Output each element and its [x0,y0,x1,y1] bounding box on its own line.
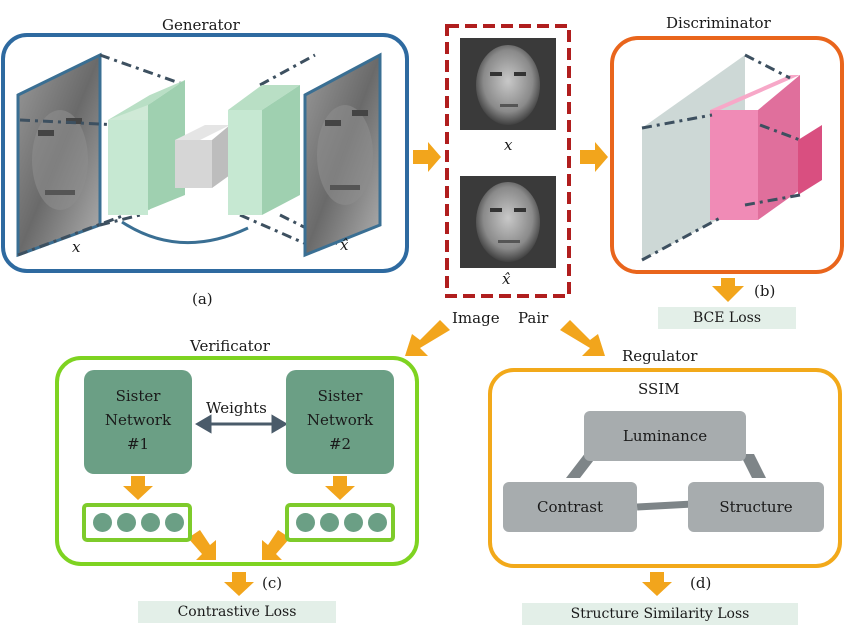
arrow-icon [413,142,608,172]
arrow-icon [642,572,672,596]
generator-box [1,33,409,273]
image-pair-box [445,24,571,298]
face-x-image-icon [460,38,556,130]
encoder-block [108,80,185,215]
discriminator-layers [642,55,822,260]
generator-output-label: x̂ [340,236,349,254]
contrastive-loss-label: Contrastive Loss [138,601,336,623]
discriminator-caption: (b) [754,282,776,300]
embedding-dot [368,513,387,532]
discriminator-box [610,36,844,274]
discriminator-title: Discriminator [666,14,771,32]
decoder-block [228,85,300,215]
input-face-image-icon [16,52,102,258]
sister1-line1: Sister [115,387,161,405]
pair-bottom-label: x̂ [502,270,511,288]
face-xhat-image-icon [460,176,556,268]
embedding-dot [141,513,160,532]
embedding-dot [93,513,112,532]
sister2-line3: #2 [328,435,352,453]
embedding-dot [296,513,315,532]
sister-network-2: Sister Network #2 [286,370,394,474]
verificator-title: Verificator [190,337,270,355]
embedding-dot [117,513,136,532]
embedding-vector-2 [285,503,395,542]
bottleneck-block [175,125,230,188]
arrow-icon [123,476,355,596]
embedding-dot [165,513,184,532]
luminance-node: Luminance [584,411,746,461]
output-face-image-icon [303,52,382,258]
pair-top-label: x [504,136,513,154]
sister1-line2: Network [104,411,172,429]
structure-similarity-loss-label: Structure Similarity Loss [522,603,798,625]
arrow-icon [405,320,605,356]
generator-title: Generator [162,16,240,34]
verificator-box [55,356,419,566]
embedding-vector-1 [82,503,192,542]
sister2-line2: Network [306,411,374,429]
bce-loss-label: BCE Loss [658,307,796,329]
regulator-caption: (d) [690,574,712,592]
discriminator-projection-lines [641,53,801,262]
weights-label: Weights [206,399,267,417]
skip-connection [121,220,249,245]
contrast-node: Contrast [503,482,637,532]
structure-node: Structure [688,482,824,532]
ssim-label: SSIM [638,380,680,398]
arrow-icon [712,278,744,302]
embedding-dot [344,513,363,532]
regulator-box [488,368,842,568]
sister1-line3: #1 [126,435,150,453]
generator-input-label: x [72,238,81,256]
regulator-title: Regulator [622,347,698,365]
sister-network-1: Sister Network #1 [84,370,192,474]
double-arrow-icon [195,414,288,434]
verificator-caption: (c) [262,574,283,592]
sister2-line1: Sister [317,387,363,405]
image-pair-caption-left: Image [452,309,500,327]
image-pair-caption-right: Pair [518,309,549,327]
embedding-dot [320,513,339,532]
generator-caption: (a) [192,290,213,308]
